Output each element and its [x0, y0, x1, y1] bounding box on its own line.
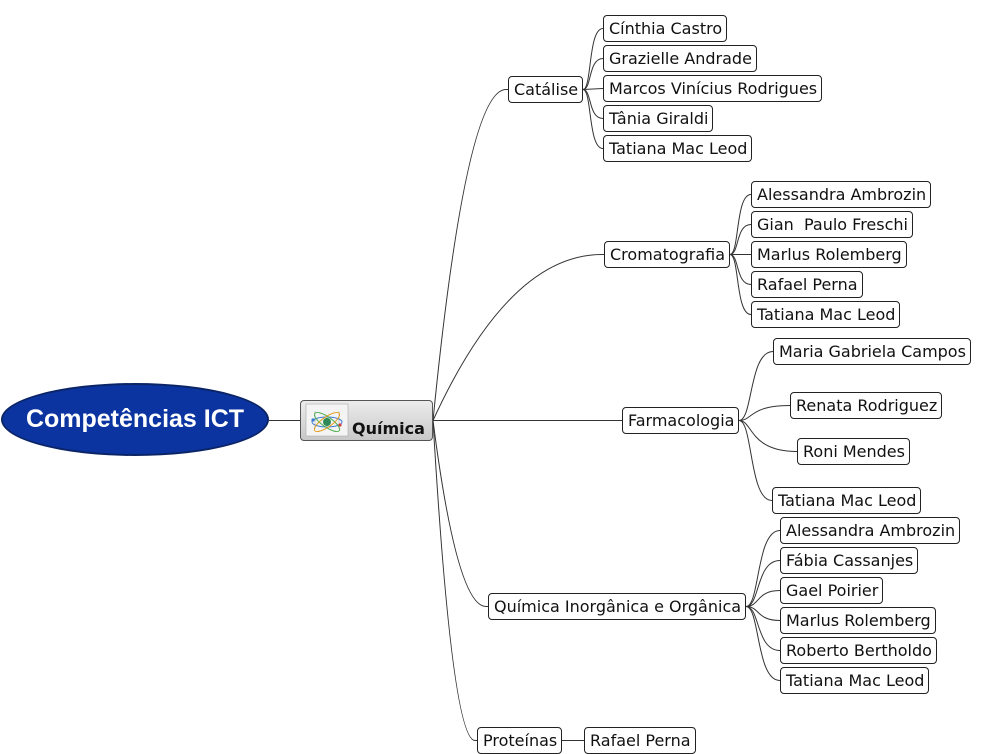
branch-proteinas[interactable]: Proteínas	[477, 727, 563, 754]
member-node[interactable]: Roberto Bertholdo	[780, 637, 937, 664]
connector-line	[582, 89, 604, 119]
connector-line	[738, 420, 773, 501]
connector-line	[729, 194, 752, 255]
connector-line	[432, 420, 477, 741]
member-node[interactable]: Alessandra Ambrozin	[751, 181, 932, 208]
member-node[interactable]: Renata Rodriguez	[790, 392, 943, 419]
central-label: Química	[352, 419, 425, 438]
member-node[interactable]: Marlus Rolemberg	[780, 607, 936, 634]
member-node[interactable]: Gael Poirier	[780, 577, 884, 604]
connector-line	[582, 58, 604, 90]
branch-quimica-inorganica-organica[interactable]: Química Inorgânica e Orgânica	[488, 593, 747, 620]
member-node[interactable]: Tatiana Mac Leod	[780, 667, 930, 694]
atom-molecule-icon	[305, 403, 349, 437]
connector-line	[745, 560, 781, 607]
connector-line	[745, 530, 781, 607]
member-node[interactable]: Tatiana Mac Leod	[603, 135, 753, 162]
member-node[interactable]: Roni Mendes	[797, 438, 910, 465]
member-node[interactable]: Cínthia Castro	[603, 15, 728, 42]
connector-line	[432, 254, 604, 421]
branch-cromatografia[interactable]: Cromatografia	[604, 241, 731, 268]
connector-line	[582, 88, 604, 90]
member-node[interactable]: Tatiana Mac Leod	[751, 301, 901, 328]
root-node[interactable]: Competências ICT	[1, 383, 269, 456]
connector-line	[745, 606, 781, 681]
connector-line	[582, 28, 604, 90]
member-node[interactable]: Alessandra Ambrozin	[780, 517, 961, 544]
connector-line	[745, 590, 781, 607]
member-node[interactable]: Grazielle Andrade	[603, 45, 757, 72]
connector-line	[745, 606, 781, 651]
member-node[interactable]: Tatiana Mac Leod	[772, 487, 922, 514]
connector-line	[738, 420, 798, 452]
root-label: Competências ICT	[25, 405, 245, 433]
member-node[interactable]: Fábia Cassanjes	[780, 547, 919, 574]
member-node[interactable]: Gian Paulo Freschi	[751, 211, 913, 238]
member-node[interactable]: Marcos Vinícius Rodrigues	[603, 75, 823, 102]
member-node[interactable]: Tânia Giraldi	[603, 105, 714, 132]
connector-line	[432, 89, 508, 421]
member-node[interactable]: Rafael Perna	[584, 727, 696, 754]
connector-line	[729, 254, 752, 285]
connector-line	[432, 420, 488, 607]
member-node[interactable]: Rafael Perna	[751, 271, 863, 298]
connector-line	[738, 351, 774, 421]
connector-line	[738, 405, 791, 421]
member-node[interactable]: Marlus Rolemberg	[751, 241, 907, 268]
branch-catalise[interactable]: Catálise	[508, 76, 584, 103]
connector-line	[729, 254, 752, 315]
member-node[interactable]: Maria Gabriela Campos	[773, 338, 971, 365]
connector-line	[729, 224, 752, 255]
branch-farmacologia[interactable]: Farmacologia	[622, 407, 740, 434]
central-node[interactable]: Química	[300, 400, 433, 441]
connector-line	[582, 89, 604, 149]
